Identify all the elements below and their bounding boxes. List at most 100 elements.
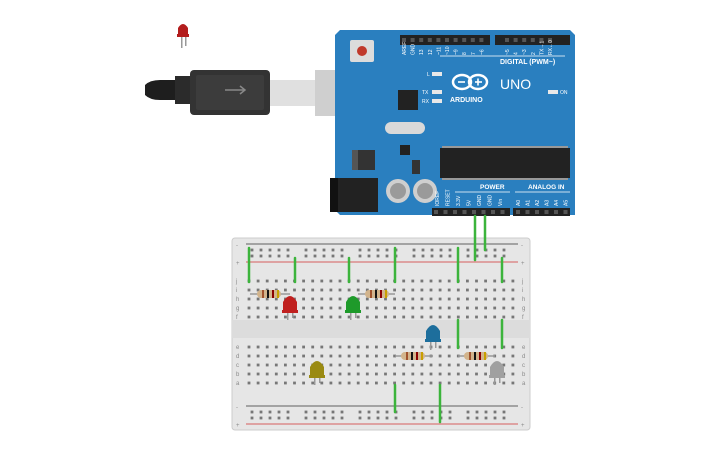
- breadboard-hole[interactable]: [511, 279, 515, 283]
- breadboard-hole[interactable]: [320, 306, 324, 310]
- breadboard-hole[interactable]: [365, 297, 369, 301]
- breadboard-hole[interactable]: [511, 306, 515, 310]
- breadboard-hole[interactable]: [484, 381, 487, 385]
- breadboard-hole[interactable]: [484, 279, 487, 283]
- breadboard-hole[interactable]: [320, 297, 324, 301]
- breadboard-hole[interactable]: [311, 381, 315, 385]
- breadboard-hole[interactable]: [302, 306, 305, 310]
- digital-pin-hole[interactable]: [505, 38, 509, 42]
- breadboard-hole[interactable]: [338, 381, 342, 385]
- breadboard-hole[interactable]: [311, 297, 315, 301]
- breadboard-hole[interactable]: [493, 345, 497, 349]
- breadboard-hole[interactable]: [493, 306, 497, 310]
- breadboard-hole[interactable]: [313, 416, 317, 420]
- breadboard-hole[interactable]: [329, 315, 333, 319]
- breadboard-hole[interactable]: [412, 254, 416, 258]
- breadboard-hole[interactable]: [256, 297, 260, 301]
- breadboard-hole[interactable]: [247, 345, 251, 349]
- breadboard-hole[interactable]: [438, 306, 442, 310]
- breadboard-hole[interactable]: [484, 345, 487, 349]
- breadboard-hole[interactable]: [420, 279, 424, 283]
- breadboard-hole[interactable]: [265, 315, 269, 319]
- breadboard-hole[interactable]: [456, 306, 460, 310]
- breadboard-hole[interactable]: [502, 248, 506, 252]
- breadboard-hole[interactable]: [302, 363, 305, 367]
- breadboard-hole[interactable]: [412, 416, 416, 420]
- breadboard-hole[interactable]: [438, 381, 442, 385]
- breadboard-hole[interactable]: [331, 254, 335, 258]
- breadboard-hole[interactable]: [302, 315, 305, 319]
- breadboard-hole[interactable]: [347, 345, 351, 349]
- breadboard-hole[interactable]: [484, 416, 488, 420]
- breadboard-hole[interactable]: [277, 410, 281, 414]
- breadboard-hole[interactable]: [340, 416, 344, 420]
- digital-pin-hole[interactable]: [436, 38, 441, 42]
- power-pin-hole[interactable]: [434, 210, 438, 214]
- breadboard-hole[interactable]: [356, 315, 360, 319]
- breadboard-hole[interactable]: [356, 345, 360, 349]
- breadboard-hole[interactable]: [402, 288, 406, 292]
- breadboard-hole[interactable]: [274, 354, 278, 358]
- breadboard-hole[interactable]: [338, 315, 342, 319]
- breadboard-hole[interactable]: [475, 345, 478, 349]
- wires[interactable]: [247, 214, 504, 424]
- breadboard-hole[interactable]: [511, 345, 515, 349]
- digital-pin-hole[interactable]: [479, 38, 484, 42]
- breadboard-hole[interactable]: [347, 363, 351, 367]
- breadboard-hole[interactable]: [320, 315, 324, 319]
- digital-pin-hole[interactable]: [513, 38, 518, 42]
- breadboard-hole[interactable]: [356, 372, 360, 376]
- breadboard-hole[interactable]: [475, 315, 478, 319]
- breadboard-hole[interactable]: [376, 410, 380, 414]
- breadboard-hole[interactable]: [376, 254, 380, 258]
- breadboard-hole[interactable]: [268, 254, 272, 258]
- breadboard-hole[interactable]: [484, 306, 487, 310]
- breadboard-hole[interactable]: [475, 410, 479, 414]
- breadboard-hole[interactable]: [438, 279, 442, 283]
- breadboard-hole[interactable]: [347, 381, 351, 385]
- breadboard-hole[interactable]: [347, 372, 351, 376]
- breadboard-hole[interactable]: [411, 381, 415, 385]
- breadboard-hole[interactable]: [256, 306, 260, 310]
- breadboard-hole[interactable]: [338, 279, 342, 283]
- breadboard-hole[interactable]: [356, 279, 360, 283]
- breadboard-hole[interactable]: [402, 279, 406, 283]
- breadboard-hole[interactable]: [421, 248, 425, 252]
- digital-pin-hole[interactable]: [402, 38, 406, 42]
- breadboard-hole[interactable]: [265, 306, 269, 310]
- breadboard-hole[interactable]: [385, 410, 389, 414]
- breadboard-hole[interactable]: [493, 410, 497, 414]
- breadboard-hole[interactable]: [420, 297, 424, 301]
- breadboard-hole[interactable]: [247, 381, 251, 385]
- power-pin-hole[interactable]: [462, 210, 467, 214]
- breadboard-hole[interactable]: [466, 315, 469, 319]
- digital-pin-hole[interactable]: [453, 38, 458, 42]
- breadboard-hole[interactable]: [329, 297, 333, 301]
- breadboard-hole[interactable]: [311, 354, 315, 358]
- breadboard-hole[interactable]: [358, 248, 362, 252]
- breadboard-hole[interactable]: [274, 345, 278, 349]
- resistors[interactable]: [250, 290, 495, 360]
- breadboard-hole[interactable]: [456, 297, 460, 301]
- breadboard-hole[interactable]: [447, 363, 451, 367]
- breadboard-hole[interactable]: [365, 288, 369, 292]
- breadboard-hole[interactable]: [393, 306, 396, 310]
- led-yellow[interactable]: [309, 361, 325, 385]
- breadboard-hole[interactable]: [311, 288, 315, 292]
- breadboard-hole[interactable]: [329, 288, 333, 292]
- breadboard-hole[interactable]: [365, 354, 369, 358]
- breadboard-hole[interactable]: [338, 297, 342, 301]
- breadboard-hole[interactable]: [375, 354, 378, 358]
- breadboard-hole[interactable]: [247, 306, 251, 310]
- breadboard-hole[interactable]: [384, 306, 387, 310]
- analog-header[interactable]: [513, 208, 570, 216]
- breadboard-hole[interactable]: [250, 410, 254, 414]
- breadboard-hole[interactable]: [447, 288, 451, 292]
- breadboard-hole[interactable]: [475, 297, 478, 301]
- breadboard-hole[interactable]: [447, 345, 451, 349]
- breadboard-hole[interactable]: [256, 372, 260, 376]
- breadboard-hole[interactable]: [439, 248, 443, 252]
- breadboard-hole[interactable]: [268, 248, 272, 252]
- breadboard-hole[interactable]: [385, 254, 389, 258]
